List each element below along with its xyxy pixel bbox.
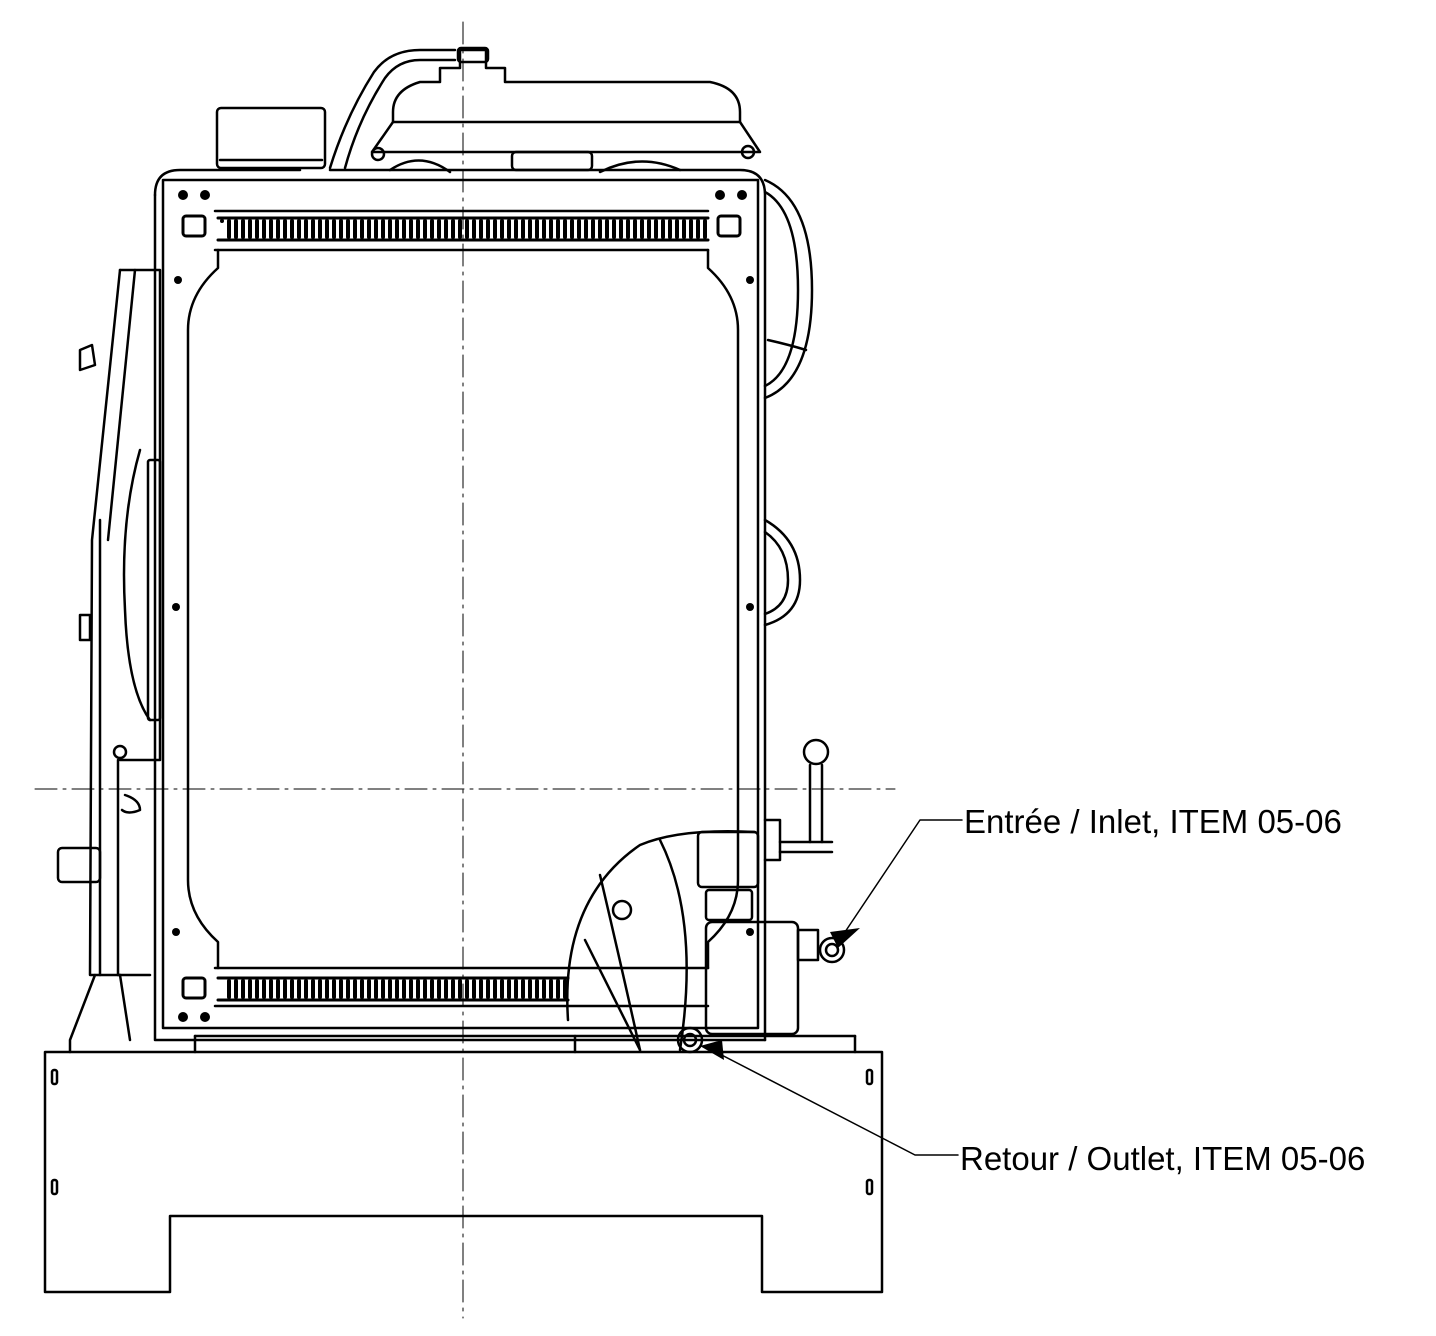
right-hose	[763, 178, 814, 627]
frame-bolts	[172, 190, 754, 1022]
mount-bracket	[181, 214, 207, 238]
leader-arrows	[700, 928, 860, 1060]
inlet-arrowhead	[830, 928, 860, 948]
inlet-callout-label: Entrée / Inlet, ITEM 05-06	[964, 803, 1342, 840]
leaders	[711, 819, 963, 1156]
base-slot	[50, 1178, 59, 1196]
fin-band-bottom	[216, 976, 570, 1002]
left-handle	[56, 846, 102, 884]
mount-bracket	[716, 214, 742, 238]
outlet-leader-line	[711, 1049, 959, 1156]
left-panel	[56, 268, 162, 1054]
core-right-edge	[706, 248, 740, 970]
center-lines	[34, 21, 896, 1319]
outlet-callout-label: Retour / Outlet, ITEM 05-06	[960, 1140, 1366, 1177]
base-skid	[43, 1034, 884, 1294]
radiator-frame	[153, 168, 767, 1042]
inlet-leader-line	[844, 819, 963, 933]
fin-teeth-bottom	[227, 979, 567, 999]
core-left-edge	[186, 248, 220, 970]
pump-assembly	[566, 738, 846, 1054]
mount-bracket	[181, 976, 207, 1000]
expansion-tank	[328, 46, 762, 174]
fin-teeth-top	[220, 219, 707, 239]
fin-band-top	[216, 216, 710, 242]
outlet-arrowhead	[700, 1040, 724, 1060]
base-slot	[50, 1068, 59, 1086]
base-slot	[865, 1178, 874, 1196]
base-slot	[865, 1068, 874, 1086]
top-left-box	[215, 106, 327, 170]
